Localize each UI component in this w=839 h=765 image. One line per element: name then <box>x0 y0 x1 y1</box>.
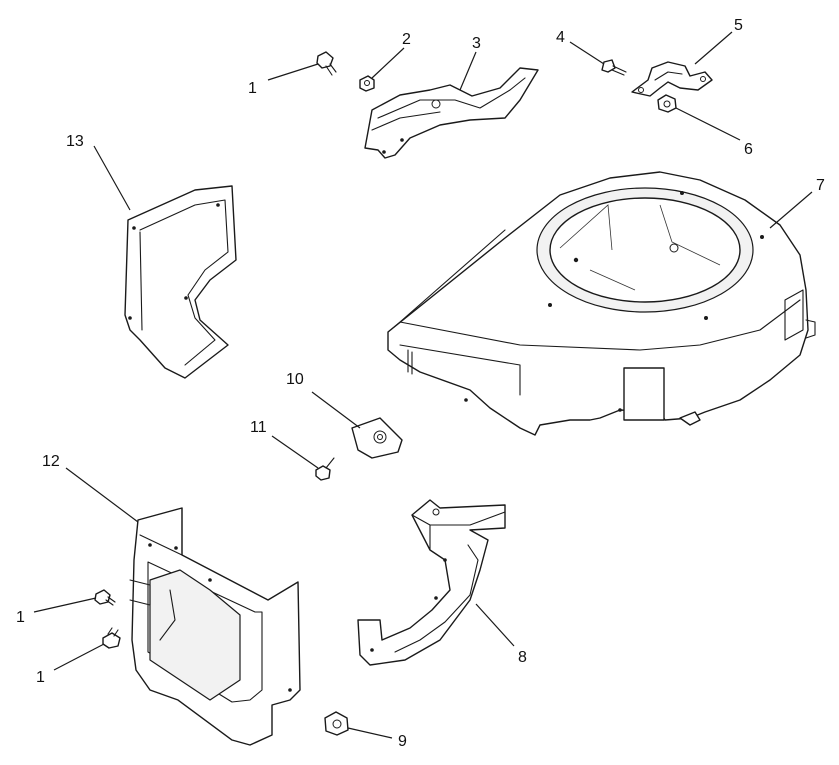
part-4-screw <box>601 59 627 76</box>
leader-lines <box>33 31 813 739</box>
leader-12 <box>65 467 139 523</box>
callout-8: 8 <box>518 649 527 666</box>
part-1-screw-low <box>102 627 121 649</box>
part-1-screw-top <box>316 51 337 76</box>
leader-4 <box>569 41 605 65</box>
callout-5: 5 <box>734 17 743 34</box>
leader-5 <box>694 31 733 65</box>
part-12-shroud <box>129 507 301 746</box>
leader-8 <box>475 603 515 647</box>
callout-1c: 1 <box>36 669 45 686</box>
callout-2: 2 <box>402 31 411 48</box>
leader-11 <box>271 435 319 469</box>
part-13-baffle <box>124 185 237 379</box>
callout-9: 9 <box>398 733 407 750</box>
callout-1a: 1 <box>248 80 257 97</box>
callout-13: 13 <box>66 133 84 150</box>
part-3-bracket <box>364 67 539 159</box>
part-11-screw <box>315 457 335 481</box>
callout-6: 6 <box>744 141 753 158</box>
part-1-screw-mid <box>94 589 116 606</box>
part-7-blower-housing <box>387 171 816 436</box>
part-5-clamp <box>631 61 713 97</box>
callout-12: 12 <box>42 453 60 470</box>
part-6-nut <box>657 94 677 113</box>
callout-1b: 1 <box>16 609 25 626</box>
part-8-bracket <box>357 499 506 666</box>
leader-13 <box>93 145 131 211</box>
leader-10 <box>311 391 361 429</box>
leader-1a <box>267 63 319 81</box>
leader-1c <box>53 643 105 671</box>
leader-1b <box>33 597 97 613</box>
callout-10: 10 <box>286 371 304 388</box>
part-2-nut <box>359 75 375 92</box>
leader-7 <box>769 191 813 229</box>
leader-6 <box>675 107 741 141</box>
callout-11: 11 <box>250 419 267 436</box>
part-10-clip <box>351 417 403 459</box>
part-9-nut <box>324 711 349 736</box>
leader-9 <box>347 727 393 739</box>
leader-3 <box>459 51 477 91</box>
callout-7: 7 <box>816 177 825 194</box>
leader-2 <box>371 47 405 79</box>
callout-4: 4 <box>556 29 565 46</box>
callout-3: 3 <box>472 35 481 52</box>
callout-labels: 1 2 3 4 5 6 7 8 9 10 11 12 13 1 1 <box>16 17 825 750</box>
